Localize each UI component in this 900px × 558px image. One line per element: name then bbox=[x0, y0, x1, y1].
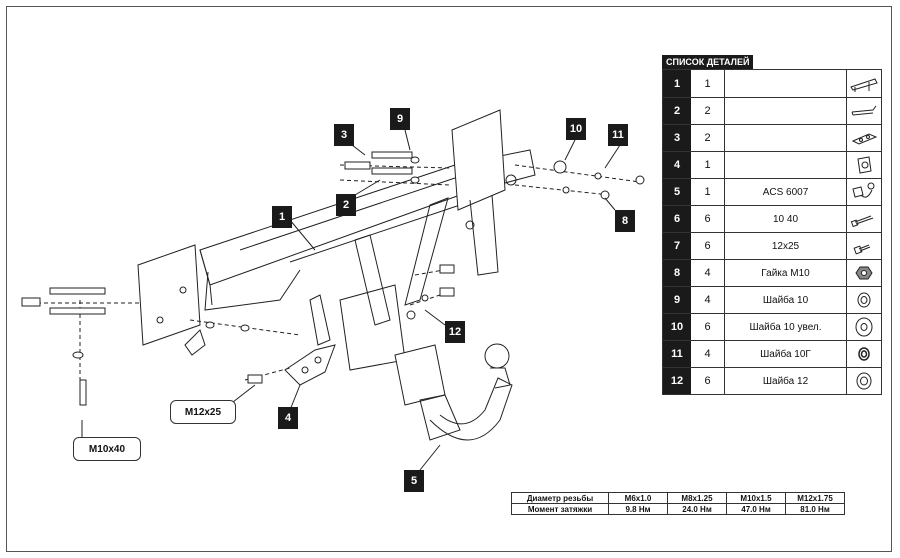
tow-bar-frame-icon bbox=[847, 70, 881, 97]
part-name bbox=[725, 125, 847, 151]
fasteners bbox=[21, 151, 645, 406]
socket-bracket bbox=[284, 344, 336, 386]
thread-value: M12x1.75 bbox=[785, 492, 845, 504]
washer-12-icon bbox=[847, 368, 881, 394]
parts-row: 3 2 bbox=[663, 124, 881, 151]
parts-row: 6 6 10 40 bbox=[663, 205, 881, 232]
part-number: 4 bbox=[663, 152, 691, 178]
thread-diameter-label: Диаметр резьбы bbox=[511, 492, 609, 504]
socket-bracket-icon bbox=[847, 152, 881, 178]
plate-icon bbox=[847, 125, 881, 151]
callout-9: 9 bbox=[390, 108, 410, 130]
part-number: 9 bbox=[663, 287, 691, 313]
thread-value: M6x1.0 bbox=[608, 492, 668, 504]
torque-label: Момент затяжки bbox=[511, 503, 609, 515]
tow-hook bbox=[394, 343, 513, 441]
bolt-label-m10x40: M10x40 bbox=[73, 437, 141, 461]
part-name: ACS 6007 bbox=[725, 179, 847, 205]
part-name bbox=[725, 70, 847, 97]
thread-diameter-row: Диаметр резьбы M6x1.0 M8x1.25 M10x1.5 M1… bbox=[511, 492, 845, 504]
parts-list-title: СПИСОК ДЕТАЛЕЙ bbox=[662, 55, 754, 69]
part-number: 10 bbox=[663, 314, 691, 340]
callout-12: 12 bbox=[445, 321, 465, 343]
fastener-lines bbox=[30, 164, 641, 400]
left-bracket bbox=[137, 244, 206, 356]
part-name: Шайба 12 bbox=[725, 368, 847, 394]
part-quantity: 4 bbox=[691, 260, 725, 286]
right-bracket bbox=[451, 109, 517, 276]
part-quantity: 1 bbox=[691, 179, 725, 205]
bolt-label-m12x25: M12x25 bbox=[170, 400, 236, 424]
drawing-frame bbox=[6, 6, 892, 552]
parts-list-table: 1 1 2 2 3 2 4 1 bbox=[662, 69, 882, 395]
torque-value: 9.8 Нм bbox=[608, 503, 668, 515]
callout-3: 3 bbox=[334, 124, 354, 146]
callout-8: 8 bbox=[615, 210, 635, 232]
part-quantity: 4 bbox=[691, 341, 725, 367]
part-number: 3 bbox=[663, 125, 691, 151]
callout-1: 1 bbox=[272, 206, 292, 228]
torque-table: Диаметр резьбы M6x1.0 M8x1.25 M10x1.5 M1… bbox=[511, 492, 845, 515]
part-name: Шайба 10Г bbox=[725, 341, 847, 367]
parts-row: 9 4 Шайба 10 bbox=[663, 286, 881, 313]
parts-row: 2 2 bbox=[663, 97, 881, 124]
parts-row: 1 1 bbox=[663, 70, 881, 97]
bracket-icon bbox=[847, 98, 881, 124]
bolt-short-icon bbox=[847, 233, 881, 259]
nut-icon bbox=[847, 260, 881, 286]
callout-10: 10 bbox=[566, 118, 586, 140]
part-name: 12x25 bbox=[725, 233, 847, 259]
leader-lines bbox=[81, 129, 621, 471]
part-number: 12 bbox=[663, 368, 691, 394]
part-number: 1 bbox=[663, 70, 691, 97]
part-quantity: 6 bbox=[691, 368, 725, 394]
parts-row: 7 6 12x25 bbox=[663, 232, 881, 259]
tow-ball-hook-icon bbox=[847, 179, 881, 205]
part-name: Шайба 10 bbox=[725, 287, 847, 313]
parts-row: 12 6 Шайба 12 bbox=[663, 367, 881, 394]
part-quantity: 6 bbox=[691, 206, 725, 232]
part-quantity: 2 bbox=[691, 98, 725, 124]
spring-washer-icon bbox=[847, 341, 881, 367]
callout-2: 2 bbox=[336, 194, 356, 216]
thread-value: M8x1.25 bbox=[667, 492, 727, 504]
part-number: 7 bbox=[663, 233, 691, 259]
washer-icon bbox=[847, 287, 881, 313]
bolt-long-icon bbox=[847, 206, 881, 232]
parts-row: 5 1 ACS 6007 bbox=[663, 178, 881, 205]
torque-value: 47.0 Нм bbox=[726, 503, 786, 515]
parts-row: 10 6 Шайба 10 увел. bbox=[663, 313, 881, 340]
part-quantity: 1 bbox=[691, 70, 725, 97]
torque-value: 81.0 Нм bbox=[785, 503, 845, 515]
parts-row: 11 4 Шайба 10Г bbox=[663, 340, 881, 367]
parts-row: 4 1 bbox=[663, 151, 881, 178]
callout-4: 4 bbox=[278, 407, 298, 429]
part-name: Гайка М10 bbox=[725, 260, 847, 286]
part-number: 2 bbox=[663, 98, 691, 124]
part-name: Шайба 10 увел. bbox=[725, 314, 847, 340]
part-name: 10 40 bbox=[725, 206, 847, 232]
part-quantity: 6 bbox=[691, 314, 725, 340]
parts-row: 8 4 Гайка М10 bbox=[663, 259, 881, 286]
part-name bbox=[725, 152, 847, 178]
part-number: 6 bbox=[663, 206, 691, 232]
part-number: 5 bbox=[663, 179, 691, 205]
part-quantity: 6 bbox=[691, 233, 725, 259]
part-number: 8 bbox=[663, 260, 691, 286]
thread-value: M10x1.5 bbox=[726, 492, 786, 504]
torque-row: Момент затяжки 9.8 Нм 24.0 Нм 47.0 Нм 81… bbox=[511, 503, 845, 515]
part-number: 11 bbox=[663, 341, 691, 367]
large-washer-icon bbox=[847, 314, 881, 340]
part-quantity: 1 bbox=[691, 152, 725, 178]
part-quantity: 4 bbox=[691, 287, 725, 313]
part-quantity: 2 bbox=[691, 125, 725, 151]
torque-value: 24.0 Нм bbox=[667, 503, 727, 515]
callout-5: 5 bbox=[404, 470, 424, 492]
callout-11: 11 bbox=[608, 124, 628, 146]
part-name bbox=[725, 98, 847, 124]
